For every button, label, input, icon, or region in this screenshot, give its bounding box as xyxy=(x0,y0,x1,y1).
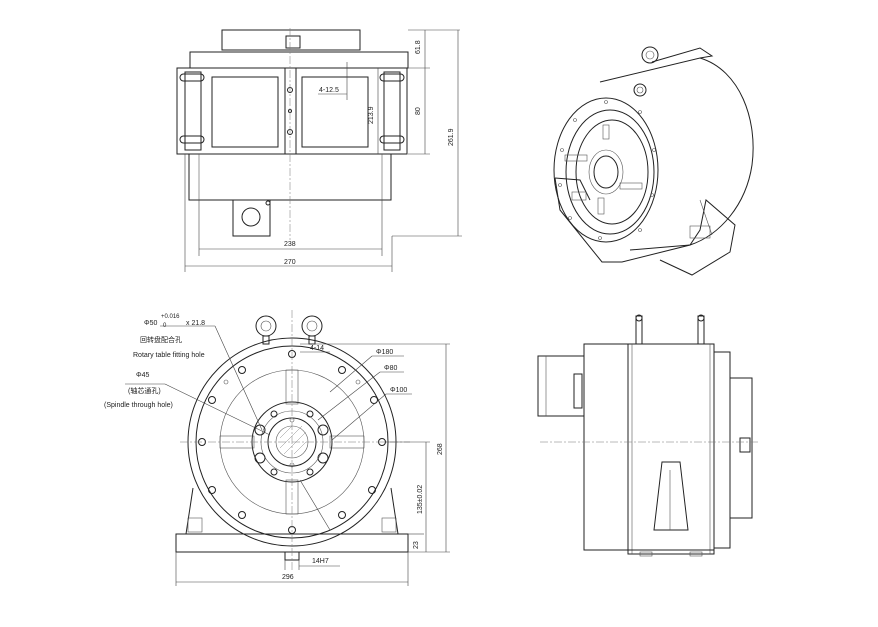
top-view: 61.8 80 213.9 261.9 4-12.5 238 270 xyxy=(176,28,462,272)
front-view: Φ50 +0.016 0 x 21.8 回转盘配合孔 Rotary table … xyxy=(104,310,450,586)
dim-61-8: 61.8 xyxy=(415,40,422,54)
fit-depth: x 21.8 xyxy=(186,320,205,327)
fit-label-cn: 回转盘配合孔 xyxy=(140,335,182,344)
dim-213-9: 213.9 xyxy=(368,106,375,124)
spindle-label-en: (Spindle through hole) xyxy=(104,402,173,409)
dim-261-9: 261.9 xyxy=(448,128,455,146)
side-view xyxy=(537,314,760,557)
dim-238: 238 xyxy=(284,241,296,248)
dim-180: Φ180 xyxy=(376,349,393,356)
fit-tol-upper: +0.016 xyxy=(161,314,180,320)
dim-296: 296 xyxy=(282,574,294,581)
dim-4-12-5: 4-12.5 xyxy=(319,87,339,94)
dim-80: 80 xyxy=(415,107,422,115)
dim-80: Φ80 xyxy=(384,365,397,372)
dim-270: 270 xyxy=(284,259,296,266)
dim-100: Φ100 xyxy=(390,387,407,394)
dim-23: 23 xyxy=(413,541,420,549)
fit-tol-lower: 0 xyxy=(163,323,167,329)
fit-prefix: Φ50 xyxy=(144,320,157,327)
isometric-view xyxy=(553,46,754,276)
fit-label-en: Rotary table fitting hole xyxy=(133,352,205,359)
spindle-dia: Φ45 xyxy=(136,372,149,379)
dim-14h7: 14H7 xyxy=(312,558,329,565)
dim-135: 135±0.02 xyxy=(417,485,424,514)
spindle-label-cn: (轴芯通孔) xyxy=(128,386,161,395)
dim-4-x: 4-14 xyxy=(310,345,324,352)
dim-268: 268 xyxy=(437,443,444,455)
